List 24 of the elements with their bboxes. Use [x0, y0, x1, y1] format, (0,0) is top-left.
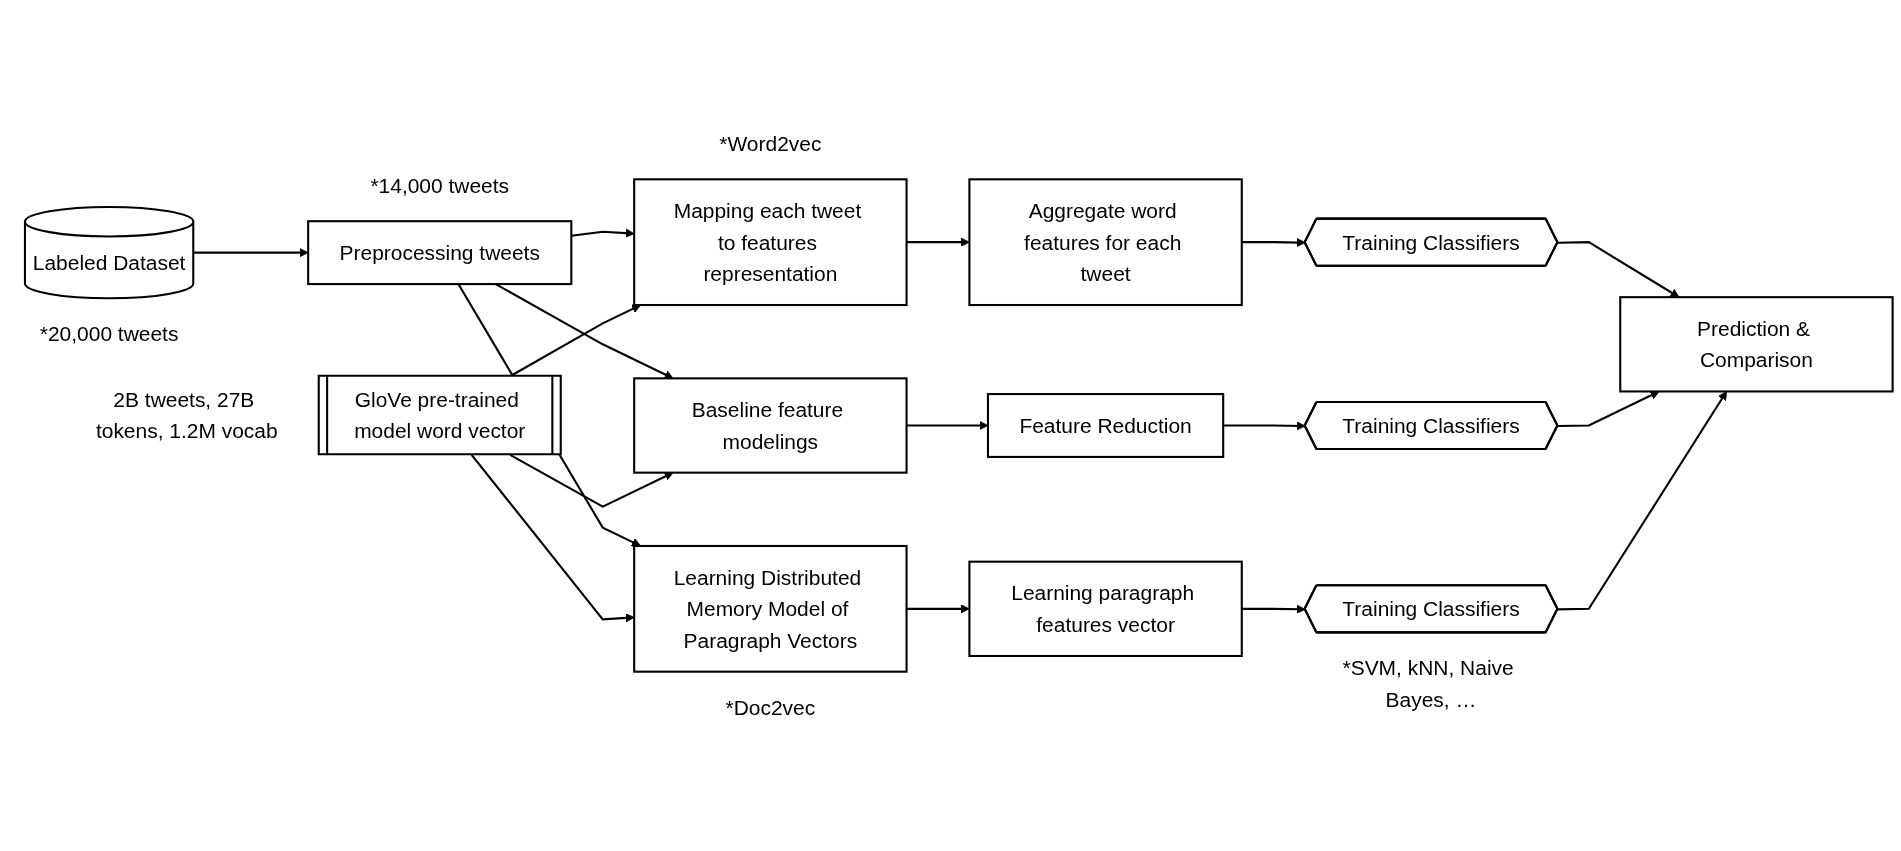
node-label: 2B tweets, 27B tokens, 1.2M vocab [95, 387, 278, 443]
node-box: Learning paragraph features vector [968, 560, 1243, 657]
node-box: Preprocessing tweets [307, 220, 573, 286]
arrow [1223, 421, 1306, 431]
arrow [1557, 241, 1680, 298]
node-box: Baseline feature modelings [633, 377, 908, 474]
node-label: *SVM, kNN, Naive Bayes, … [1342, 656, 1514, 711]
arrow [1557, 391, 1727, 611]
node-box: Aggregate word features for each tweet [968, 178, 1243, 307]
arrow [470, 454, 635, 623]
node-label: *14,000 tweets [370, 174, 510, 198]
arrow [193, 248, 309, 258]
arrow [1241, 604, 1306, 614]
node-label: *20,000 tweets [39, 322, 179, 346]
arrow [906, 237, 970, 247]
arrow [906, 604, 970, 614]
node-box: Feature Reduction [986, 393, 1225, 458]
node-label: *Word2vec [719, 132, 822, 156]
arrow [571, 228, 635, 238]
arrow [1241, 237, 1306, 248]
node-box: Learning Distributed Memory Model of Paragraph Vectors [633, 544, 908, 673]
node-box: Mapping each tweet to features representation [633, 178, 908, 307]
node-label: *Doc2vec [725, 695, 816, 719]
node-box: Prediction & Comparison [1619, 296, 1894, 393]
